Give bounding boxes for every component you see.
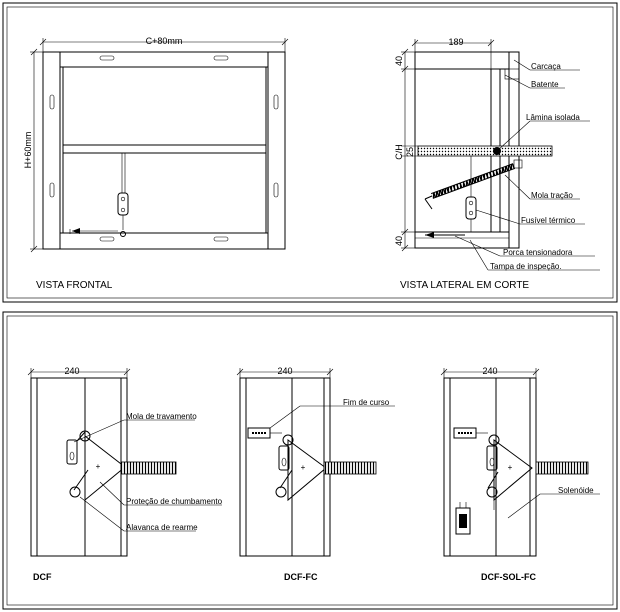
front-frame-flange (59, 51, 269, 250)
top-panel-border (2, 2, 618, 303)
insulated-blade (417, 145, 553, 157)
side-view: 189 40 C/H 25 40 (394, 37, 600, 291)
label-batente: Batente (531, 80, 559, 89)
label-carcaca: Carcaça (531, 62, 561, 71)
dcf-fc-width-label: 240 (277, 366, 292, 376)
svg-text:+: + (301, 463, 306, 472)
dcf-sol-fc-view: 240 + Solenóide DCF-SOL-FC (440, 366, 600, 582)
top-panel-inner-border (6, 6, 614, 299)
dcf-fc-title: DCF-FC (284, 572, 318, 582)
front-height-label: H+60mm (23, 132, 33, 169)
bottom-panel-inner-border (6, 315, 614, 606)
dcf-view: 240 + Mola de travamento Proteção de chu… (27, 366, 223, 582)
side-leaders (454, 59, 600, 271)
side-c-dim-label: C/H (394, 144, 404, 160)
label-fusivel: Fusível térmico (521, 216, 576, 225)
front-view: C+80mm H+60mm VISTA FRONTAL (23, 36, 289, 291)
bottom-panel: 240 + Mola de travamento Proteção de chu… (2, 311, 618, 610)
side-bottom-dim-label: 40 (394, 236, 404, 246)
label-alavanca: Alavanca de rearme (126, 523, 198, 532)
side-top-dim-label: 40 (394, 56, 404, 66)
dcf-sol-fc-width-label: 240 (482, 366, 497, 376)
label-porca: Porca tensionadora (503, 248, 573, 257)
side-view-title: VISTA LATERAL EM CORTE (400, 280, 529, 291)
side-fuse (465, 156, 477, 232)
svg-text:+: + (508, 463, 513, 472)
front-height-dimension: H+60mm (23, 48, 43, 253)
front-frame-inner (62, 66, 267, 234)
tension-spring (424, 163, 516, 210)
front-fuse-mechanism (69, 153, 129, 237)
dcf-width-label: 240 (64, 366, 79, 376)
svg-text:+: + (96, 462, 101, 471)
dcf-fc-view: 240 + Fim de curso DCF-FC (236, 366, 395, 582)
flange-slots (49, 55, 279, 242)
front-width-label: C+80mm (146, 36, 183, 46)
dcf-sol-fc-title: DCF-SOL-FC (481, 572, 536, 582)
label-mola: Mola tração (531, 191, 573, 200)
label-mola-travamento: Mola de travamento (126, 412, 197, 421)
bottom-panel-border (2, 311, 618, 610)
label-solenoide: Solenóide (558, 486, 594, 495)
front-view-title: VISTA FRONTAL (36, 280, 113, 291)
label-tampa: Tampa de inspeção. (490, 262, 562, 271)
side-depth-dimension: 189 (411, 37, 495, 69)
label-lamina: Lâmina isolada (526, 113, 580, 122)
side-vertical-dimensions: 40 C/H 25 40 (394, 48, 418, 252)
side-depth-label: 189 (448, 37, 463, 47)
side-25-dim-label: 25 (405, 147, 415, 157)
front-width-dimension: C+80mm (39, 36, 289, 52)
label-protecao: Proteção de chumbamento (126, 497, 223, 506)
front-frame-outer (42, 51, 286, 250)
label-fim-curso: Fim de curso (343, 398, 390, 407)
dcf-title: DCF (33, 572, 52, 582)
top-panel: C+80mm H+60mm VISTA FRONTAL (2, 2, 618, 303)
